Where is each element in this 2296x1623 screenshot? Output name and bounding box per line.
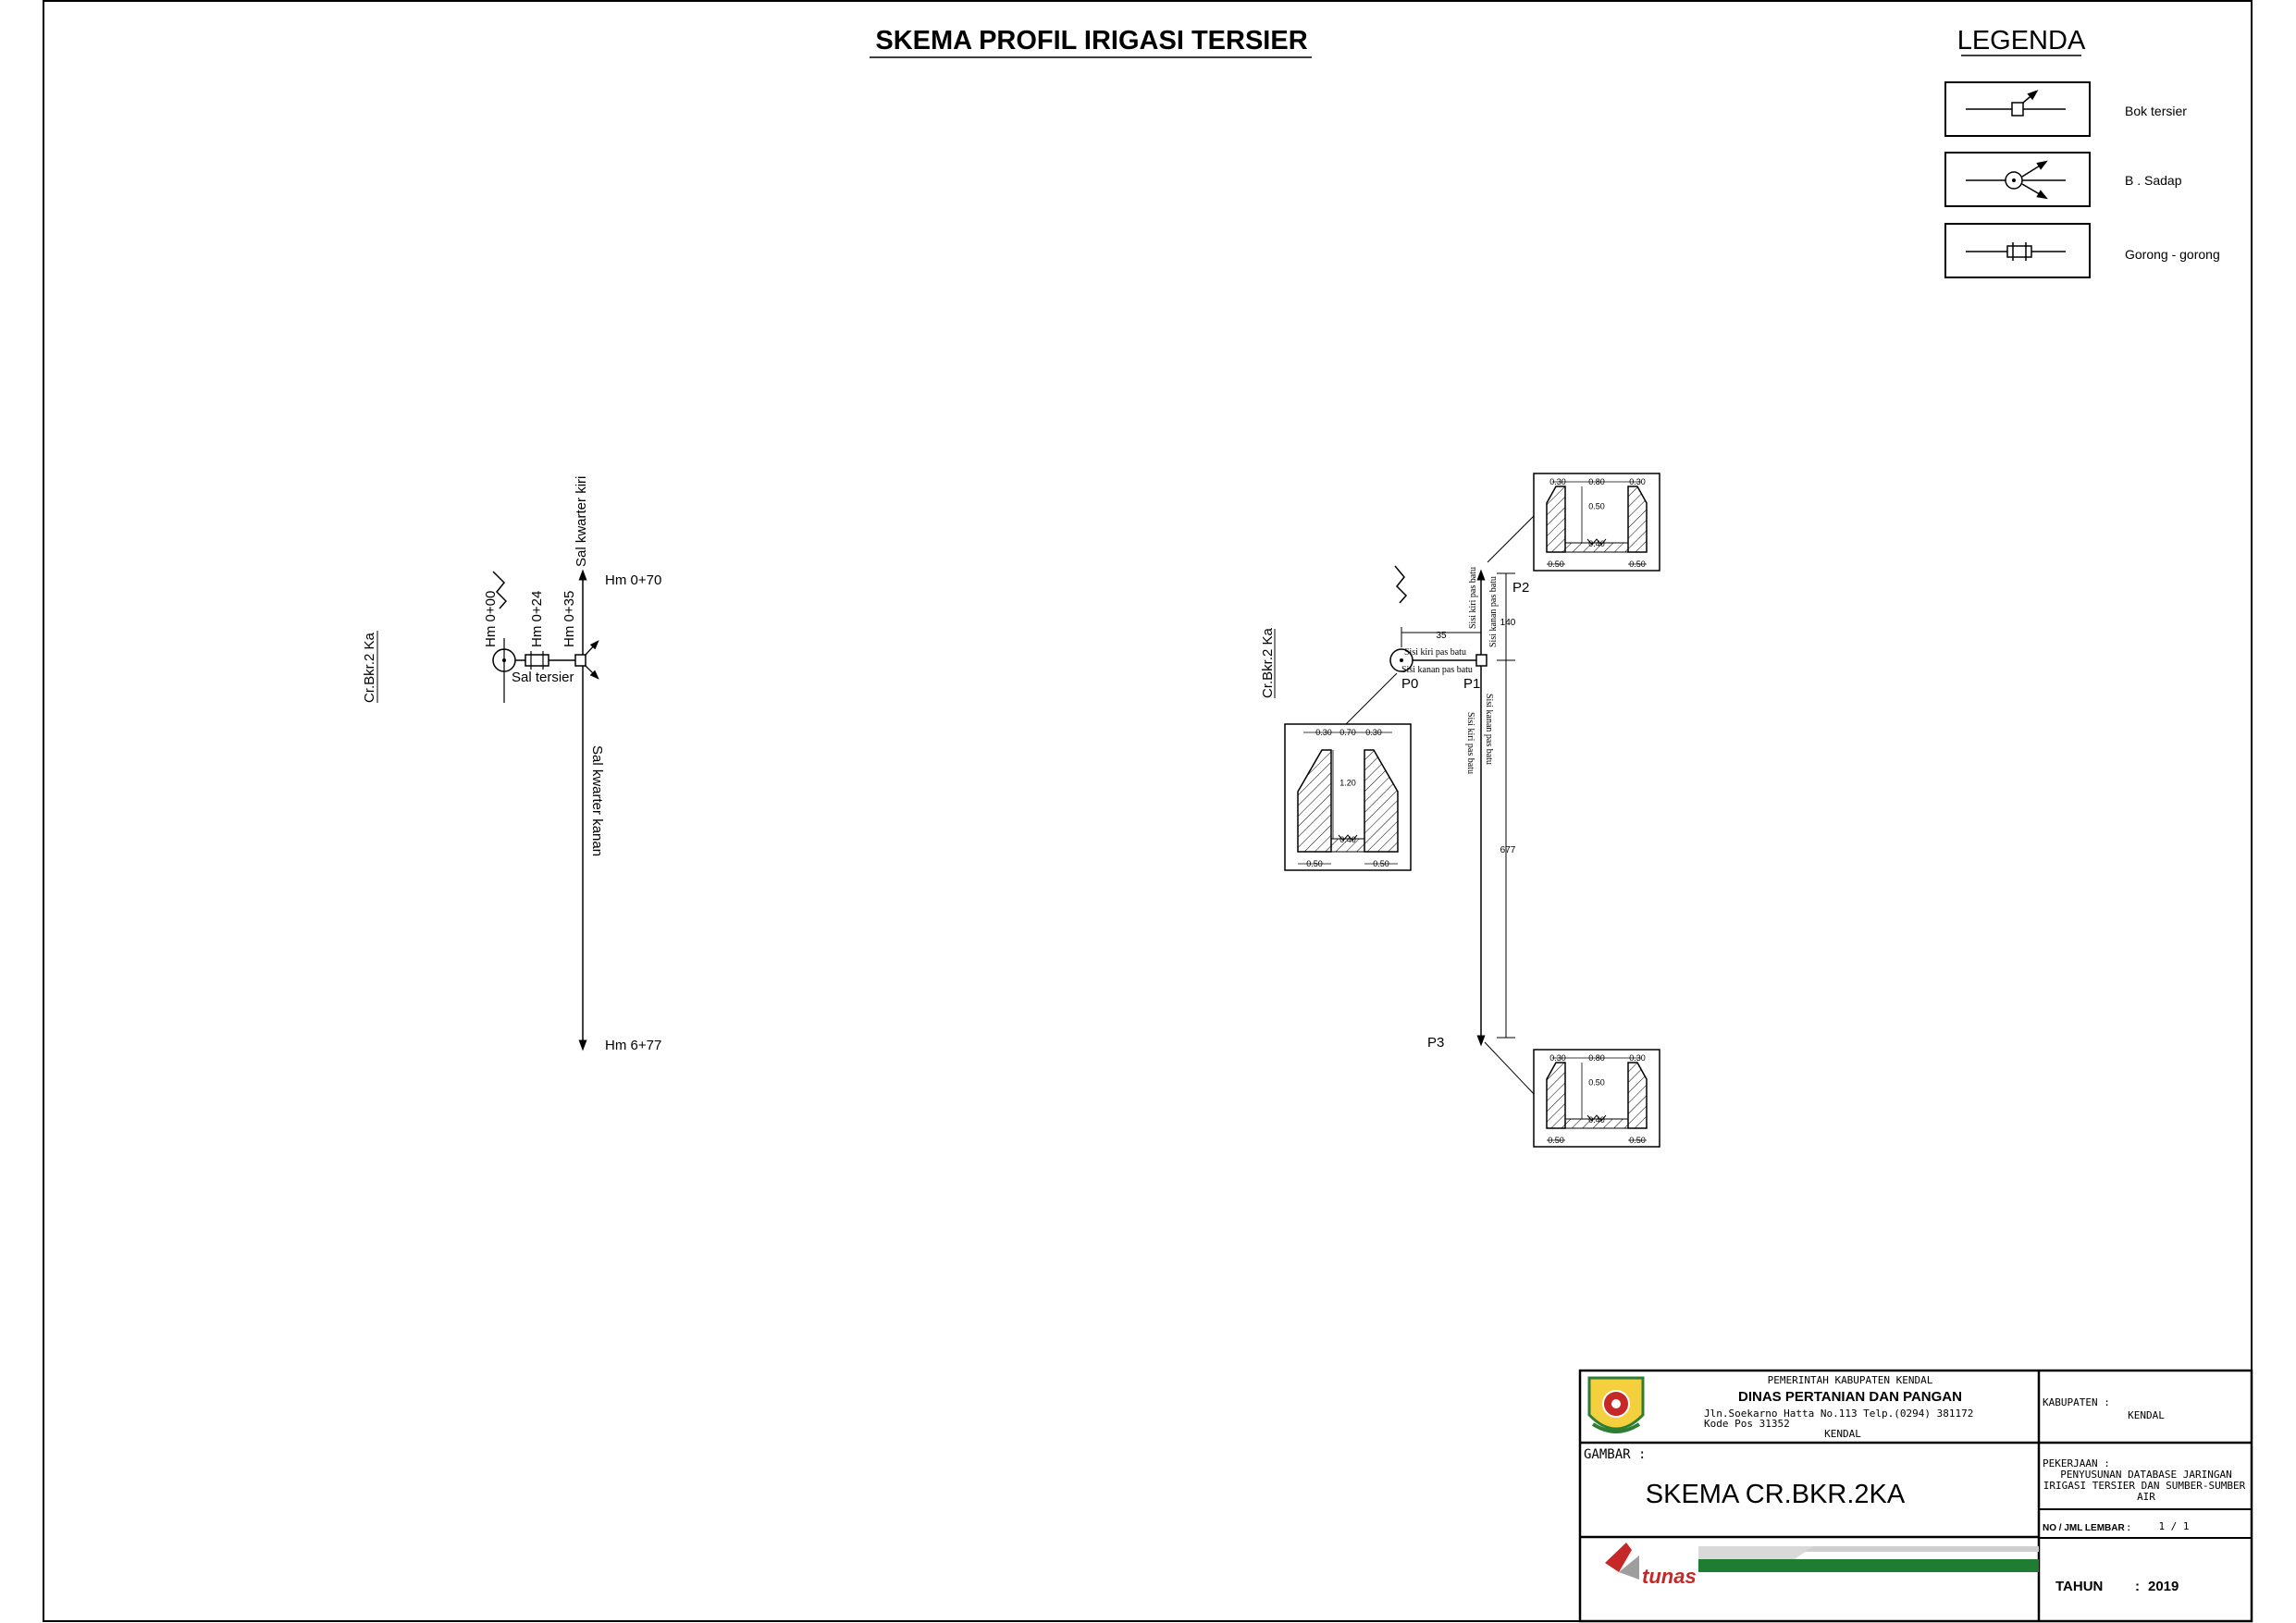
section-floor xyxy=(1564,1118,1629,1129)
section-wall-right xyxy=(1627,486,1648,553)
section-wall-right xyxy=(1627,1062,1648,1129)
note-kanan-v: Sisi kanan pas batu xyxy=(1488,576,1499,647)
dim-h2: 0.40 xyxy=(1339,835,1356,844)
dim-b-right: 0.50 xyxy=(1629,1136,1646,1145)
legend: LEGENDA Bok tersier B . Sadap Gorong - g… xyxy=(1944,26,2220,278)
dim-w-left: 0.30 xyxy=(1549,477,1566,486)
bok-tersier-icon xyxy=(1966,90,2066,117)
title-block: PEMERINTAH KABUPATEN KENDAL DINAS PERTAN… xyxy=(1578,1369,2253,1623)
kabupaten-label: KABUPATEN : xyxy=(2043,1396,2110,1408)
note-kanan-v2: Sisi kanan pas batu xyxy=(1484,694,1494,765)
dim-b-left: 0.50 xyxy=(1306,859,1323,868)
section-floor xyxy=(1564,542,1629,553)
dim-h2: 0.40 xyxy=(1588,1115,1605,1125)
left-channel-label: Cr.Bkr.2 Ka xyxy=(362,632,377,703)
cross-section-top: 0.30 0.80 0.30 0.50 0.40 0.50 0.50 xyxy=(1533,473,1660,572)
left-hm-35: Hm 0+35 xyxy=(562,591,577,647)
gambar-label: GAMBAR : xyxy=(1584,1447,1646,1462)
dim-w-left: 0.30 xyxy=(1315,728,1332,737)
gorong-node xyxy=(525,654,549,667)
point-p2: P2 xyxy=(1512,580,1529,596)
dim-b-left: 0.50 xyxy=(1548,1136,1564,1145)
cross-section-left: 0.30 0.70 0.30 1.20 0.40 0.50 0.50 xyxy=(1284,723,1412,871)
dim-35: 35 xyxy=(1436,631,1447,641)
page-title: SKEMA PROFIL IRIGASI TERSIER xyxy=(875,26,1307,55)
org-line3: Jln.Soekarno Hatta No.113 Telp.(0294) 38… xyxy=(1704,1408,1973,1420)
legend-heading: LEGENDA xyxy=(1957,26,2086,55)
left-sal-tersier: Sal tersier xyxy=(512,670,574,685)
right-schema: Cr.Bkr.2 Ka 35 140 677 P0 P1 P2 P3 Sisi … xyxy=(1260,515,1537,1097)
lembar-value: 1 / 1 xyxy=(2158,1520,2189,1532)
dim-w-mid: 0.80 xyxy=(1588,1053,1605,1063)
legend-label-gorong: Gorong - gorong xyxy=(2125,247,2220,262)
bok-node xyxy=(574,654,586,667)
tahun-label: TAHUN xyxy=(2055,1579,2103,1594)
pekerjaan-line3: AIR xyxy=(2137,1491,2155,1503)
tahun-value: 2019 xyxy=(2148,1579,2179,1594)
dim-w-mid: 0.80 xyxy=(1588,477,1605,486)
dim-w-mid: 0.70 xyxy=(1339,728,1356,737)
left-schema: Cr.Bkr.2 Ka Hm 0+00 Hm 0+24 Hm 0+35 Sal … xyxy=(362,476,661,1053)
left-sal-kanan: Sal kwarter kanan xyxy=(589,745,605,856)
legend-label-sadap: B . Sadap xyxy=(2125,173,2182,188)
lembar-label: NO / JML LEMBAR : xyxy=(2043,1523,2130,1533)
flow-symbol-icon xyxy=(492,571,508,609)
water-level-icon xyxy=(1586,1114,1607,1122)
note-kanan-1: Sisi kanan pas batu xyxy=(1401,665,1473,675)
flow-symbol-icon-right xyxy=(1394,565,1408,604)
section-wall-left xyxy=(1546,1062,1566,1129)
left-hm-0: Hm 0+00 xyxy=(483,591,499,647)
section-wall-left xyxy=(1546,486,1566,553)
kendal-logo xyxy=(1587,1376,1645,1433)
legend-label-bok: Bok tersier xyxy=(2125,104,2187,118)
cross-section-bottom: 0.30 0.80 0.30 0.50 0.40 0.50 0.50 xyxy=(1533,1049,1660,1148)
section-floor xyxy=(1330,838,1365,853)
right-channel-label: Cr.Bkr.2 Ka xyxy=(1260,627,1276,698)
point-p1: P1 xyxy=(1463,676,1480,692)
left-hm-bottom: Hm 6+77 xyxy=(605,1038,661,1053)
dim-w-right: 0.30 xyxy=(1629,1053,1646,1063)
dim-w-right: 0.30 xyxy=(1365,728,1382,737)
tahun-sep: : xyxy=(2135,1579,2140,1594)
dim-w-left: 0.30 xyxy=(1549,1053,1566,1063)
dim-h1: 1.20 xyxy=(1339,778,1356,787)
dim-h1: 0.50 xyxy=(1588,1077,1605,1087)
kabupaten-value: KENDAL xyxy=(2128,1409,2165,1421)
dim-b-right: 0.50 xyxy=(1373,859,1389,868)
pekerjaan-line2: IRIGASI TERSIER DAN SUMBER-SUMBER xyxy=(2043,1480,2246,1492)
section-wall-left xyxy=(1297,749,1332,853)
point-p0: P0 xyxy=(1401,676,1418,692)
left-hm-top: Hm 0+70 xyxy=(605,572,661,588)
p1-bok xyxy=(1475,654,1487,667)
org-line4: Kode Pos 31352 xyxy=(1704,1418,1790,1430)
dim-140: 140 xyxy=(1500,618,1516,628)
left-hm-24: Hm 0+24 xyxy=(529,591,545,647)
dim-h1: 0.50 xyxy=(1588,501,1605,510)
dim-h2: 0.40 xyxy=(1588,539,1605,548)
pekerjaan-label: PEKERJAAN : xyxy=(2043,1457,2110,1469)
sheet-border xyxy=(43,0,2253,1622)
water-level-icon xyxy=(1338,834,1358,842)
dim-677: 677 xyxy=(1500,845,1516,855)
note-kiri-v: Sisi kiri pas batu xyxy=(1468,567,1478,629)
dim-w-right: 0.30 xyxy=(1629,477,1646,486)
dim-b-left: 0.50 xyxy=(1548,559,1564,569)
org-line1: PEMERINTAH KABUPATEN KENDAL xyxy=(1768,1374,1933,1386)
dim-b-right: 0.50 xyxy=(1629,559,1646,569)
pekerjaan-line1: PENYUSUNAN DATABASE JARINGAN xyxy=(2060,1469,2231,1481)
gorong-icon xyxy=(1966,242,2066,261)
tunas-logo: tunas xyxy=(1605,1543,2039,1588)
gambar-value: SKEMA CR.BKR.2KA xyxy=(1646,1480,1906,1509)
section-wall-right xyxy=(1364,749,1399,853)
b-sadap-icon xyxy=(1966,160,2066,200)
note-kiri-v2: Sisi kiri pas batu xyxy=(1465,712,1475,774)
org-line5: KENDAL xyxy=(1824,1428,1861,1440)
left-sal-kiri: Sal kwarter kiri xyxy=(574,476,589,567)
note-kiri-1: Sisi kiri pas batu xyxy=(1404,647,1466,658)
point-p3: P3 xyxy=(1427,1035,1444,1051)
org-line2: DINAS PERTANIAN DAN PANGAN xyxy=(1738,1389,1962,1405)
water-level-icon xyxy=(1586,538,1607,546)
tunas-text: tunas xyxy=(1642,1565,1697,1588)
